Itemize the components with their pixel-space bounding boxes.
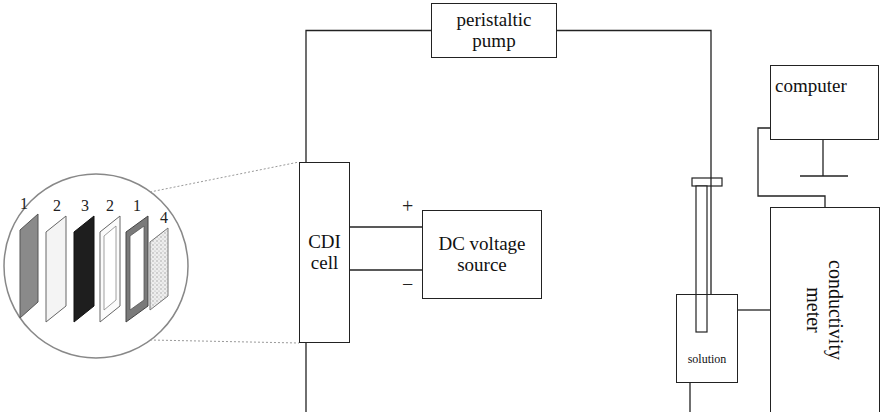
node-text: conductivity meter — [803, 235, 847, 385]
outlet-tube — [305, 343, 306, 412]
separator-plate — [74, 216, 94, 322]
callout-number: 1 — [20, 196, 28, 212]
polarity-sign: + — [402, 196, 413, 216]
callout-number: 4 — [160, 210, 168, 226]
pump-box: peristaltic pump — [431, 3, 557, 58]
wire-connector — [350, 269, 422, 270]
wire-connector — [350, 226, 422, 227]
zoom-line — [150, 340, 299, 343]
collector-frame — [126, 216, 148, 322]
frame-window — [104, 226, 116, 310]
wire-connector — [306, 31, 431, 163]
inset-circle — [4, 174, 188, 358]
callout-number: 2 — [53, 198, 61, 214]
monitor-base — [800, 175, 848, 176]
frame-window — [130, 226, 144, 310]
conductivity-probe — [696, 186, 707, 332]
solution-beaker: solution — [676, 294, 738, 383]
electrode-sheet — [150, 228, 168, 310]
probe-holder — [692, 178, 722, 186]
callout-number: 3 — [81, 198, 89, 214]
cdi-cell-box: CDI cell — [299, 162, 350, 343]
electrode-frame — [100, 216, 120, 322]
monitor-stand — [822, 140, 823, 176]
node-text: computer — [775, 76, 847, 97]
node-text: DC voltage source — [427, 234, 537, 276]
electrode-plate — [46, 216, 66, 322]
computer-monitor: computer — [770, 65, 879, 140]
node-text: peristaltic pump — [436, 10, 552, 52]
wire-connector — [738, 309, 770, 310]
current-collector-plate — [20, 214, 38, 318]
wire-connector — [557, 31, 711, 295]
voltage-source-box: DC voltage source — [422, 210, 542, 299]
callout-number: 1 — [133, 198, 141, 214]
polarity-sign: − — [402, 274, 413, 294]
return-tube — [689, 383, 690, 412]
zoom-line — [150, 162, 299, 192]
node-text: CDI cell — [304, 232, 345, 274]
node-text: solution — [688, 353, 727, 366]
callout-number: 2 — [106, 198, 114, 214]
conductivity-meter-box: conductivity meter — [770, 207, 880, 412]
